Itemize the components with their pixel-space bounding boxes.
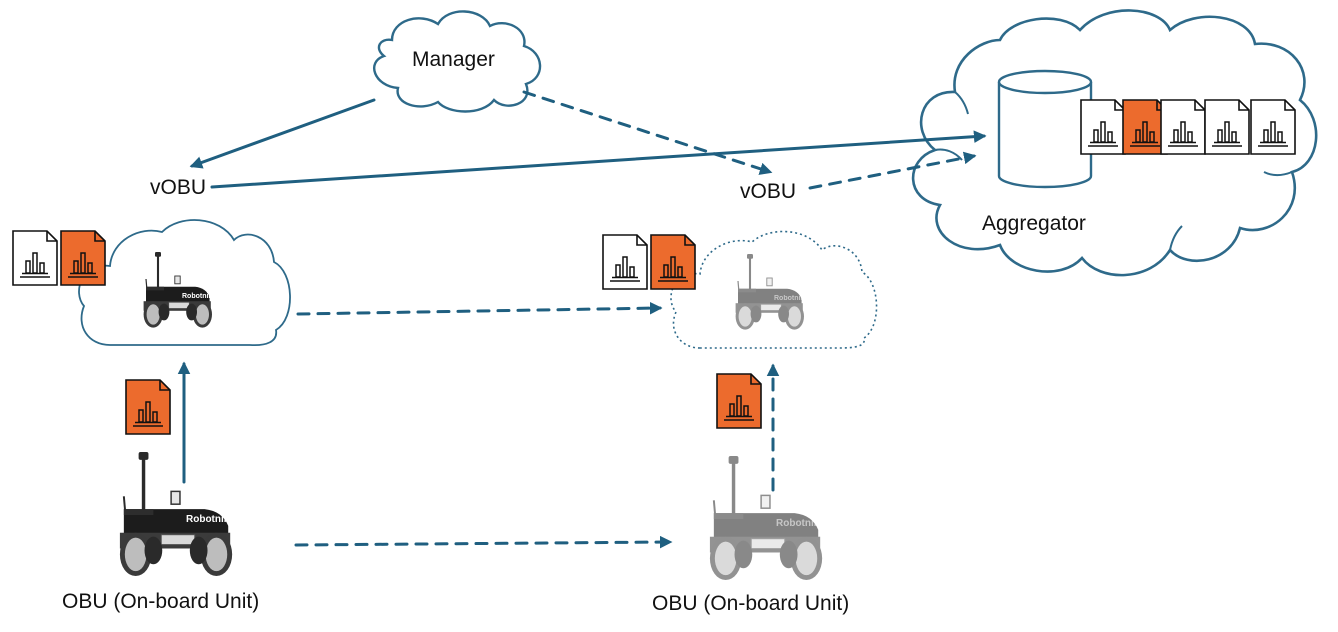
vobu-right-documents [602,234,696,290]
arrow-vobu-cloud-migration [296,301,663,316]
manager-label: Manager [412,48,495,71]
arrow-obu-migration [294,535,673,549]
robot-brand-vobu-left: Robotnik [182,293,212,300]
arrow-vobu-left-to-aggregator [210,130,987,189]
aggregator-label: Aggregator [982,212,1086,235]
arrow-manager-to-vobu-left [189,98,376,169]
chart-document-icon [1080,99,1126,155]
robot-brand-obu-right: Robotnik [776,518,820,529]
arrows [177,90,987,549]
obu-left-upload-document [125,379,171,435]
vobu-right-label: vOBU [740,180,797,203]
robot-brand-vobu-right: Robotnik [774,295,804,302]
chart-document-icon [1160,99,1206,155]
chart-document-icon [12,230,58,286]
arrow-manager-to-vobu-right [522,90,773,175]
database-cylinder-icon [997,69,1093,189]
obu-right-upload-document [716,373,762,429]
chart-document-icon [1250,99,1296,155]
robot-brand-obu-left: Robotnik [186,514,230,525]
obu-right-label: OBU (On-board Unit) [652,592,850,615]
chart-document-icon [650,234,696,290]
aggregator-documents [1080,99,1296,155]
chart-document-icon [716,373,762,429]
obu-left-label: OBU (On-board Unit) [62,590,260,613]
vobu-cloud-left [78,219,291,347]
chart-document-icon [125,379,171,435]
chart-document-icon [602,234,648,290]
manager-cloud [373,10,542,113]
chart-document-icon [1204,99,1250,155]
vobu-left-documents [12,230,106,286]
vobu-left-label: vOBU [150,176,207,199]
chart-document-icon [60,230,106,286]
arrow-vobu-right-to-aggregator [808,151,977,190]
